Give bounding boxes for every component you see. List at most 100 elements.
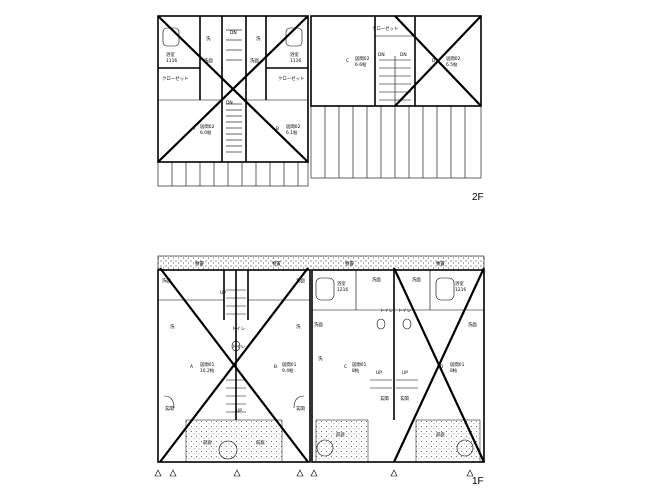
- 1f-right-block-outline: [311, 269, 485, 463]
- 1f-sink-c: 洗面: [314, 321, 323, 328]
- 1f-bathtub-c: [315, 277, 335, 301]
- 1f-wc-d: トイレ: [398, 309, 411, 314]
- 1f-up-1: UP: [220, 290, 226, 296]
- 2f-balcony-right: [310, 105, 482, 179]
- 1f-cross-right-b: [393, 267, 485, 463]
- 2f-room-d: 居間02: [446, 56, 461, 62]
- 2f-bath-l: 浴室: [166, 51, 175, 58]
- plan-1f: 物置 物置 物置 物置 浴室 1216 浴室 1216 洗面 洗面 洗 洗 洗 …: [154, 255, 485, 487]
- 2f-tag-c: C: [346, 58, 349, 64]
- 2f-tag-a: A: [192, 126, 195, 132]
- 1f-toilet-d: [402, 318, 412, 330]
- 1f-door-arc-a: [163, 395, 175, 409]
- 2f-wash-l: 洗: [206, 35, 211, 42]
- 2f-tag-d: D: [432, 58, 436, 64]
- 2f-bath-l-size: 1116: [166, 58, 177, 64]
- 2f-cross-right-b: [394, 15, 482, 107]
- 2f-tag-b: B: [276, 126, 279, 132]
- 2f-stair-left: [226, 29, 242, 153]
- 1f-storage-4: 物置: [436, 260, 445, 267]
- 1f-storage-1: 物置: [195, 260, 204, 267]
- 1f-tag-c: C: [344, 364, 347, 370]
- 1f-garden-d: [415, 419, 481, 463]
- 2f-room-b-size: 6.1帖: [286, 129, 298, 136]
- 1f-lv-a-size: 10.2帖: [200, 367, 215, 374]
- 1f-lv-b-size: 9.4帖: [282, 367, 294, 374]
- 1f-door-arc-b: [293, 395, 305, 409]
- 1f-up-2: UP: [236, 408, 242, 414]
- 1f-toilet-c: [376, 318, 386, 330]
- 2f-balcony-left-slats: [171, 162, 299, 186]
- 1f-wash-a: 洗: [170, 323, 175, 330]
- 2f-dn-1: DN: [226, 100, 233, 106]
- 1f-wc-c: トイレ: [380, 309, 393, 314]
- 2f-closet-l: クローゼット: [162, 75, 188, 82]
- 1f-tree-ab: [218, 440, 238, 460]
- 1f-bath-c-size: 1216: [337, 287, 348, 293]
- 1f-lv-b: 居間01: [282, 362, 297, 368]
- 1f-bath-d-size: 1216: [455, 287, 466, 293]
- floor-label-1f: 1F: [472, 476, 484, 487]
- 1f-lv-d: 居間01: [450, 362, 465, 368]
- 2f-wash-m2: 洗面: [250, 57, 259, 64]
- 1f-lv-a: 居間01: [200, 362, 215, 368]
- 2f-stair-right: [379, 56, 411, 106]
- 1f-wc-a: トイレ: [232, 327, 245, 332]
- 2f-wash-m1: 洗面: [204, 57, 213, 64]
- 2f-dn-4: DN: [230, 30, 237, 36]
- 1f-wash-c2: 洗: [318, 355, 323, 362]
- 1f-toilet-a: [231, 340, 241, 352]
- 1f-tree-c: [316, 439, 334, 457]
- 1f-wash-b: 洗: [296, 323, 301, 330]
- 2f-bathtub-left: [162, 27, 180, 47]
- 1f-garden-b: 前庭: [256, 439, 265, 446]
- 2f-room-a: 居間02: [200, 124, 215, 130]
- 1f-cross-left-b: [159, 267, 309, 463]
- 2f-dn-2: DN: [378, 52, 385, 58]
- 2f-room-a-size: 6.0帖: [200, 129, 212, 136]
- 1f-ent-d: 玄関: [400, 395, 409, 402]
- 2f-room-c: 居間02: [355, 56, 370, 62]
- 2f-closet-m: クローゼット: [372, 25, 398, 32]
- floor-label-2f: 2F: [472, 192, 484, 203]
- 1f-lv-c-size: 8帖: [352, 367, 360, 374]
- 1f-tag-d: D: [440, 364, 444, 370]
- 1f-sink-b: 洗面: [296, 277, 305, 284]
- 1f-sink-d: 洗面: [468, 321, 477, 328]
- 1f-up-4: UP: [402, 370, 408, 376]
- 2f-bath-r: 浴室: [290, 51, 299, 58]
- 1f-bath-c: 浴室: [337, 280, 346, 287]
- 2f-balcony-right-slats: [324, 106, 466, 178]
- 2f-room-d-size: 6.5帖: [446, 61, 458, 68]
- 1f-tag-b: B: [274, 364, 277, 370]
- 1f-stair-right: [370, 379, 418, 389]
- 2f-closet-r: クローゼット: [278, 75, 304, 82]
- 1f-wc-ab: トイレ: [232, 345, 245, 350]
- 2f-cross-left-b: [157, 15, 309, 163]
- 1f-bath-d: 浴室: [455, 280, 464, 287]
- 1f-stair-left: [226, 289, 246, 413]
- 1f-garden-a: 前庭: [203, 439, 212, 446]
- 1f-ent-a: 玄関: [165, 405, 174, 412]
- 1f-tag-a: A: [190, 364, 193, 370]
- 1f-bathtub-d: [435, 277, 455, 301]
- 2f-room-b: 居間02: [286, 124, 301, 130]
- 1f-ent-b: 玄関: [296, 405, 305, 412]
- 2f-dn-3: DN: [400, 52, 407, 58]
- 1f-sink-a: 洗面: [162, 277, 171, 284]
- 1f-tree-d: [456, 439, 474, 457]
- 1f-garden-c-label: 前庭: [336, 431, 345, 438]
- plan-2f: 洗 洗 洗面 洗面 浴室 1116 浴室 1116 クローゼット クローゼット …: [157, 15, 484, 203]
- 1f-garden-ab: [185, 419, 283, 463]
- 1f-garden-c: [315, 419, 369, 463]
- 2f-bath-r-size: 1116: [290, 58, 301, 64]
- 1f-lv-c: 居間01: [352, 362, 367, 368]
- 1f-wash-d: 洗面: [412, 276, 421, 283]
- 1f-ent-c: 玄関: [380, 395, 389, 402]
- 1f-datum-marks: [154, 469, 474, 477]
- 1f-wash-c: 洗面: [372, 276, 381, 283]
- 1f-garden-d-label: 前庭: [436, 431, 445, 438]
- 1f-lv-d-size: 8帖: [450, 367, 458, 374]
- 1f-storage-3: 物置: [345, 260, 354, 267]
